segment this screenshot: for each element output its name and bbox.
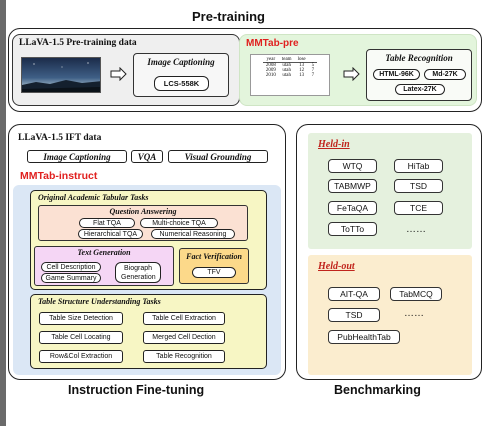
- textgen-game-summary: Game Summary: [41, 273, 101, 283]
- benchmarking-title: Benchmarking: [334, 383, 421, 397]
- benchmark-panel: Held-in WTQ HiTab TABMWP TSD FeTaQA TCE …: [296, 124, 482, 380]
- image-captioning-box: Image Captioning LCS-558K: [133, 53, 229, 97]
- held-out-title: Held-out: [318, 261, 355, 272]
- image-captioning-label: Image Captioning: [147, 57, 215, 67]
- instruction-title: Instruction Fine-tuning: [68, 383, 205, 397]
- held-in-totto: ToTTo: [328, 222, 377, 236]
- mini-table-cell: 2008: [265, 63, 276, 68]
- original-tasks-title: Original Academic Tabular Tasks: [38, 193, 149, 202]
- held-out-box: Held-out AIT-QA TabMCQ TSD …… PubHealthT…: [308, 255, 472, 375]
- mini-table-header: lose: [297, 57, 306, 62]
- mini-table-cell: utah: [282, 63, 292, 68]
- held-in-ellipsis: ……: [406, 224, 426, 235]
- held-out-ellipsis: ……: [404, 308, 424, 319]
- fact-verification-title: Fact Verification: [186, 252, 242, 261]
- structure-table-cell-locating: Table Cell Locating: [39, 331, 123, 344]
- mini-table-cell: 5: [311, 63, 315, 68]
- table-recognition-label: Table Recognition: [385, 53, 453, 63]
- structure-table-recognition: Table Recognition: [143, 350, 225, 363]
- ift-task-vqa: VQA: [131, 150, 163, 163]
- mini-table-cell: 2010: [265, 73, 276, 78]
- structure-merged-cell-dection: Merged Cell Dection: [143, 331, 225, 344]
- qa-flat-tqa: Flat TQA: [79, 218, 135, 228]
- structure-tasks-title: Table Structure Understanding Tasks: [38, 297, 161, 306]
- fact-tfv: TFV: [192, 267, 236, 278]
- held-out-ait-qa: AIT-QA: [328, 287, 380, 301]
- landscape-image: [21, 57, 101, 93]
- html-dataset-pill: HTML-96K: [373, 69, 420, 80]
- arrow-right-icon: [343, 67, 360, 81]
- qa-numerical-reasoning: Numerical Reasoning: [151, 229, 235, 239]
- mini-table-cell: 2009: [265, 68, 276, 73]
- held-in-wtq: WTQ: [328, 159, 377, 173]
- mmtab-pre-label: MMTab-pre: [246, 38, 299, 49]
- held-in-box: Held-in WTQ HiTab TABMWP TSD FeTaQA TCE …: [308, 133, 472, 249]
- table-recognition-box: Table Recognition HTML-96K Md-27K Latex-…: [366, 49, 472, 101]
- pretraining-panel: LLaVA-1.5 Pre-training data: [8, 28, 482, 112]
- textgen-biograph-generation: Biograph Generation: [115, 262, 161, 283]
- held-in-tsd: TSD: [394, 179, 443, 193]
- arrow-right-icon: [110, 67, 127, 81]
- mmtab-pre-box: MMTab-pre year team lose 2008 utah 13 5 …: [239, 34, 477, 106]
- held-out-pubhealthtab: PubHealthTab: [328, 330, 400, 344]
- structure-tasks-box: Table Structure Understanding Tasks Tabl…: [30, 294, 267, 369]
- mini-table-cell: 7: [311, 73, 315, 78]
- ift-task-image-captioning: Image Captioning: [27, 150, 127, 163]
- md-dataset-pill: Md-27K: [424, 69, 466, 80]
- lcs-dataset-pill: LCS-558K: [154, 76, 209, 91]
- held-in-tce: TCE: [394, 201, 443, 215]
- structure-row-col-extraction: Row&Col Extraction: [39, 350, 123, 363]
- llava-ift-label: LLaVA-1.5 IFT data: [18, 133, 102, 143]
- structure-table-size-detection: Table Size Detection: [39, 312, 123, 325]
- held-out-tsd: TSD: [328, 308, 380, 322]
- qa-hierarchical-tqa: Hierarchical TQA: [78, 229, 143, 239]
- held-in-title: Held-in: [318, 139, 350, 150]
- mini-table-header: team: [281, 57, 292, 62]
- mini-table-header: year: [266, 57, 276, 62]
- mini-table-cell: utah: [282, 68, 292, 73]
- text-generation-title: Text Generation: [77, 248, 131, 257]
- qa-title: Question Answering: [109, 207, 177, 216]
- text-generation-box: Text Generation Cell Description Biograp…: [34, 246, 174, 286]
- fact-verification-box: Fact Verification TFV: [179, 248, 249, 284]
- mmtab-instruct-label: MMTab-instruct: [20, 170, 98, 182]
- qa-multichoice-tqa: Multi-choice TQA: [140, 218, 218, 228]
- original-tasks-box: Original Academic Tabular Tasks Question…: [30, 190, 267, 290]
- held-in-hitab: HiTab: [394, 159, 443, 173]
- held-in-tabmwp: TABMWP: [328, 179, 377, 193]
- held-out-tabmcq: TabMCQ: [390, 287, 442, 301]
- pretraining-title: Pre-training: [192, 9, 265, 24]
- ift-panel: LLaVA-1.5 IFT data Image Captioning VQA …: [8, 124, 286, 380]
- held-in-fetaqa: FeTaQA: [328, 201, 377, 215]
- mini-table-cell: 13: [299, 63, 305, 68]
- window-edge: [0, 0, 6, 426]
- mini-table-cell: 13: [299, 73, 305, 78]
- latex-dataset-pill: Latex-27K: [395, 84, 445, 95]
- llava-pretrain-box: LLaVA-1.5 Pre-training data: [12, 34, 240, 106]
- mini-table-cell: utah: [282, 73, 292, 78]
- table-image: year team lose 2008 utah 13 5 2009 utah …: [250, 54, 330, 96]
- mini-table-cell: 7: [311, 68, 315, 73]
- llava-pretrain-label: LLaVA-1.5 Pre-training data: [19, 38, 137, 48]
- qa-box: Question Answering Flat TQA Multi-choice…: [38, 205, 248, 241]
- mini-table-cell: 12: [299, 68, 305, 73]
- textgen-cell-description: Cell Description: [41, 262, 101, 272]
- biograph-generation-label: Biograph Generation: [121, 264, 156, 281]
- mmtab-instruct-box: Original Academic Tabular Tasks Question…: [13, 185, 281, 375]
- ift-task-visual-grounding: Visual Grounding: [168, 150, 268, 163]
- structure-table-cell-extraction: Table Cell Extraction: [143, 312, 225, 325]
